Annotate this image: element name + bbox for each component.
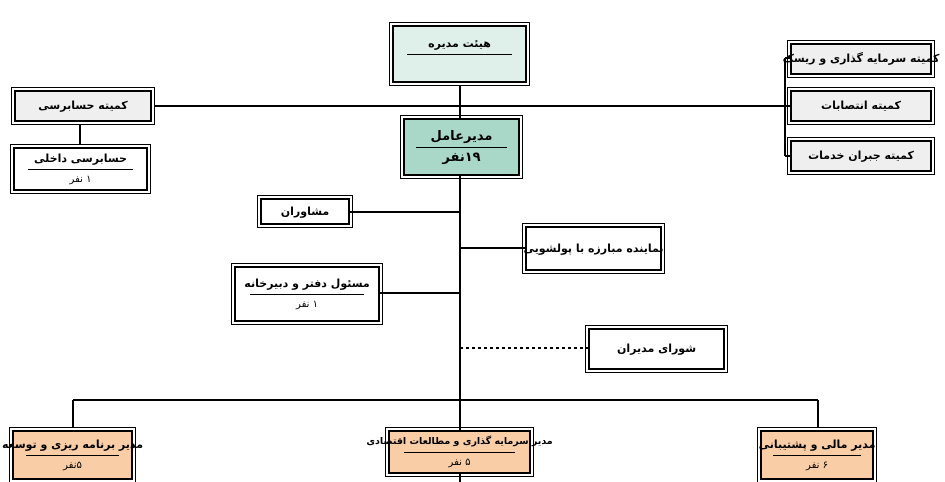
advisors-title: مشاوران	[280, 204, 330, 218]
committee-title: کمیته انتصابات	[821, 99, 901, 112]
divider	[250, 294, 364, 295]
aml-title: نماینده مبارزه با پولشویی	[523, 241, 664, 255]
office-manager-title: مسئول دفتر و دبیرخانه	[244, 277, 370, 290]
committee-appointments-box: کمیته انتصابات	[787, 87, 935, 125]
office-manager-staff: ۱ نفر	[296, 299, 318, 310]
divider	[416, 146, 507, 148]
office-manager-box: مسئول دفتر و دبیرخانه ۱ نفر	[231, 263, 383, 325]
internal-audit-box: حسابرسی داخلی ۱ نفر	[10, 144, 151, 194]
board-title: هیئت مدیره	[428, 37, 491, 50]
divider	[773, 455, 861, 456]
dept-finance-box: مدیر مالی و پشتیبانی ۶ نفر	[757, 427, 877, 482]
audit-committee-title: کمیته حسابرسی	[38, 99, 128, 112]
divider	[25, 455, 120, 456]
divider	[403, 452, 516, 453]
dept-investment-box: مدیر سرمایه گذاری و مطالعات اقتصادی ۵ نف…	[366, 427, 553, 477]
divider	[28, 169, 133, 170]
committee-title: کمیته سرمایه گذاری و ریسک	[782, 52, 940, 65]
dept-staff: ۵نفر	[63, 460, 82, 471]
managers-council-title: شورای مدیران	[616, 342, 697, 355]
advisors-box: مشاوران	[257, 195, 353, 228]
committee-title: کمیته جبران خدمات	[808, 149, 914, 162]
divider	[407, 54, 512, 55]
ceo-title: مدیرعامل	[430, 128, 493, 144]
dept-staff: ۵ نفر	[448, 457, 471, 468]
dept-title: مدیر مالی و پشتیبانی	[758, 438, 876, 451]
dept-title: مدیر برنامه ریزی و توسعه	[1, 438, 144, 451]
ceo-box: مدیرعامل ۱۹نفر	[400, 115, 523, 179]
managers-council-box: شورای مدیران	[585, 325, 728, 373]
internal-audit-title: حسابرسی داخلی	[34, 152, 127, 165]
dept-staff: ۶ نفر	[806, 460, 828, 471]
committee-compensation-box: کمیته جبران خدمات	[787, 137, 935, 175]
committee-investment-risk-box: کمیته سرمایه گذاری و ریسک	[783, 40, 939, 78]
dept-title: مدیر سرمایه گذاری و مطالعات اقتصادی	[366, 436, 553, 447]
aml-representative-box: نماینده مبارزه با پولشویی	[522, 223, 665, 274]
audit-committee-box: کمیته حسابرسی	[11, 87, 155, 125]
internal-audit-staff: ۱ نفر	[69, 174, 92, 185]
board-of-directors-box: هیئت مدیره	[389, 22, 530, 86]
dept-planning-box: مدیر برنامه ریزی و توسعه ۵نفر	[2, 427, 143, 482]
ceo-staff: ۱۹نفر	[442, 149, 481, 165]
